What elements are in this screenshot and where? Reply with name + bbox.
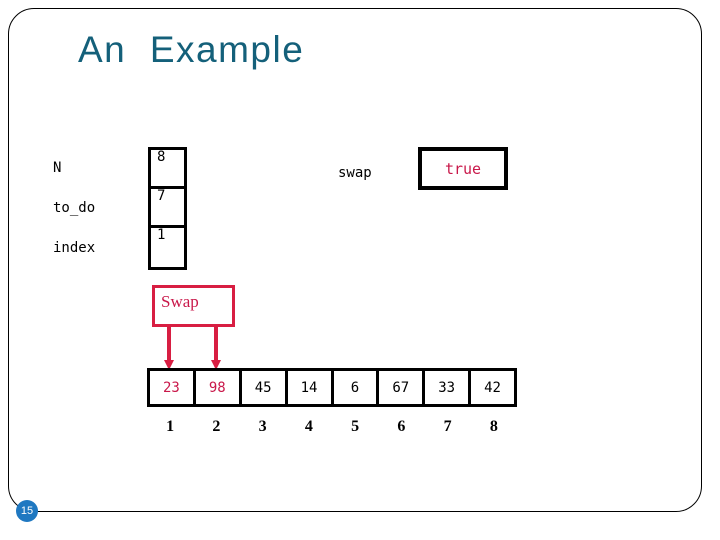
array-row: 23 98 45 14 6 67 33 42: [147, 368, 517, 407]
array-index-label: 6: [397, 418, 406, 435]
swap-arrow-to-cell-1: [164, 327, 174, 370]
array-index-row: 1 2 3 4 5 6 7 8: [147, 418, 517, 442]
swap-callout-box: Swap: [152, 285, 235, 327]
variable-label-swap: swap: [338, 165, 372, 181]
array-index-label: 7: [443, 418, 452, 435]
page-number-badge: 15: [16, 500, 38, 522]
arrow-head: [211, 360, 221, 370]
array-index-label: 3: [258, 418, 267, 435]
variable-value-swap-box: true: [418, 147, 508, 190]
array-index-label: 4: [304, 418, 313, 435]
array-cell: 23: [150, 371, 196, 404]
array-index-label: 2: [212, 418, 221, 435]
variable-label-n: N: [53, 160, 62, 176]
variable-value-n: 8: [151, 150, 184, 189]
arrow-shaft: [214, 327, 218, 360]
array-cell: 42: [484, 379, 501, 396]
array-index-label: 1: [166, 418, 175, 435]
array-cell: 6: [334, 371, 380, 404]
variable-value-index: 1: [157, 227, 166, 243]
array-index-label: 5: [351, 418, 360, 435]
variable-value-to-do: 7: [151, 189, 184, 228]
array-cell: 14: [288, 371, 334, 404]
variable-value-swap: true: [444, 159, 482, 178]
array-cell: 98: [196, 371, 242, 404]
variable-value-box: 8 7 1: [148, 147, 187, 270]
variable-label-index: index: [53, 240, 96, 256]
array-cell: 67: [379, 371, 426, 404]
arrow-head: [164, 360, 174, 370]
array-index-label: 8: [489, 418, 498, 435]
swap-callout-label: Swap: [161, 292, 199, 311]
array-cell: 33: [425, 371, 472, 404]
array-cell: 45: [242, 371, 288, 404]
page-title: An Example: [78, 29, 305, 70]
variable-label-to-do: to_do: [53, 200, 96, 216]
arrow-shaft: [167, 327, 171, 360]
swap-arrow-to-cell-2: [211, 327, 221, 370]
